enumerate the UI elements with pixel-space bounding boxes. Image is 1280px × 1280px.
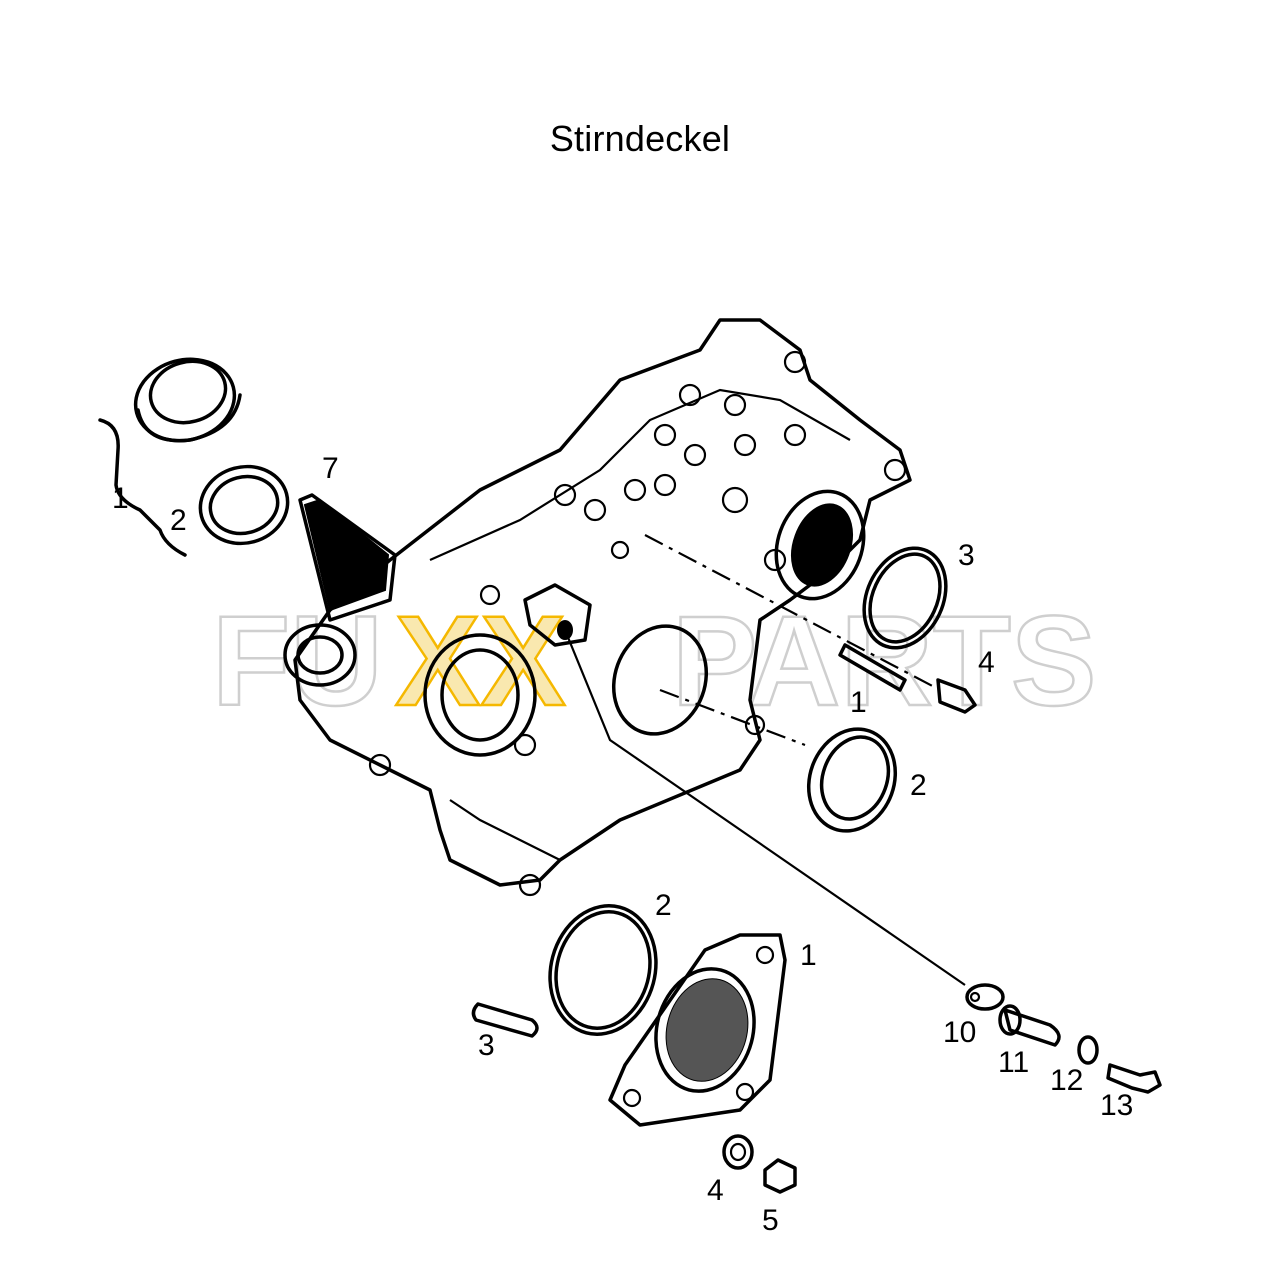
bracket-brace [98,418,187,557]
front-cover-housing [283,318,912,897]
banjo-fitting [998,1004,1061,1047]
leader-lines [563,534,966,986]
callout-banjo-gasket: 10 [943,1016,976,1049]
callout-seal-right: 2 [910,769,927,802]
housing-lower-rib [449,799,561,861]
bearing-inner [148,359,228,425]
bearing-ring-inner [208,474,280,536]
callout-seal-mid: 1 [850,686,867,719]
bearing-ring [198,464,290,546]
cover-oring [548,904,658,1036]
callout-cover-plate: 1 [800,939,817,972]
bracket-shadow [303,498,390,612]
callout-pin-bottom: 3 [478,1029,495,1062]
pin-bottom [471,1002,539,1038]
watermark-text-middle: XX [395,590,566,733]
callout-banjo-washer: 12 [1050,1064,1083,1097]
housing-rib [429,388,851,562]
callout-banjo-bolt: 13 [1100,1089,1133,1122]
bearing-set-upper-left [98,357,290,557]
housing-neck [283,623,357,687]
callout-washer-bottom: 4 [707,1174,724,1207]
bracket-plate [298,493,397,622]
housing-bore-left [423,633,537,757]
banjo-washer [1077,1035,1099,1065]
callout-nut-bottom: 5 [762,1204,779,1237]
housing-boss [523,583,592,647]
housing-neck-inner [296,635,344,675]
leader-to-banjo [563,629,966,986]
cover-plate [608,933,787,1127]
axis-line-mid [659,688,806,747]
banjo-bolt [1106,1063,1162,1094]
seal-right [806,727,898,833]
housing-bore-mid [611,624,709,736]
callout-cover-oring: 2 [655,889,672,922]
bearing-outer [133,357,237,443]
callout-labels: 1 2 7 3 4 1 2 2 1 3 4 5 10 11 12 13 [112,452,1133,1237]
callout-pin-right: 4 [978,646,995,679]
bearing-base [136,393,242,443]
callout-banjo-fitting: 11 [998,1046,1029,1079]
callout-oring-right: 3 [958,539,975,572]
housing-bore-right [774,489,866,601]
callout-bracket: 7 [322,452,339,485]
mounting-bracket [298,493,397,622]
washer-bottom [722,1134,754,1170]
housing-bore-left-inner [440,648,520,742]
housing-outline [293,318,912,887]
oring-right [862,546,948,650]
callout-upper-bearing-ring: 2 [170,504,187,537]
housing-bore-right-shadow [791,503,853,587]
housing-bolt-holes [368,350,907,897]
callout-upper-bearing-set: 1 [112,482,129,515]
nut-bottom [763,1158,797,1194]
axis-line-right [644,534,941,691]
pin-right [838,643,977,714]
banjo-gasket [965,983,1005,1011]
diagram-title: Stirndeckel [549,118,731,159]
